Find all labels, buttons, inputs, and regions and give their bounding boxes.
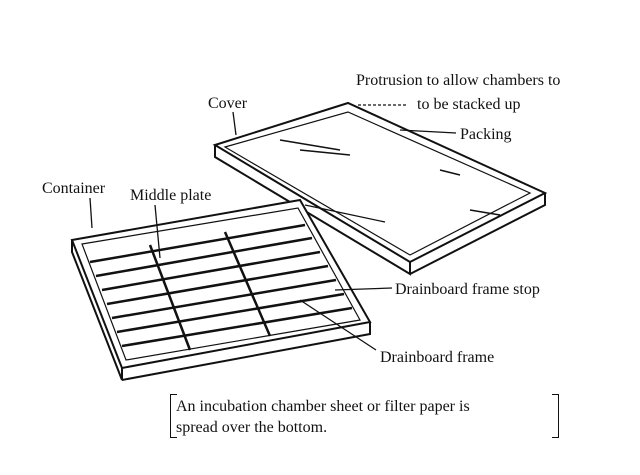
label-middle-plate: Middle plate (130, 187, 212, 204)
label-drainboard-frame: Drainboard frame (380, 349, 495, 366)
note-line2: spread over the bottom. (176, 419, 328, 436)
container-tray (70, 198, 372, 381)
bottom-note: An incubation chamber sheet or filter pa… (176, 396, 558, 438)
cover-lid (212, 101, 548, 276)
label-protrusion-line1: Protrusion to allow chambers to (356, 72, 561, 89)
drainboard-grid (89, 223, 353, 351)
label-drainboard-frame-stop: Drainboard frame stop (395, 281, 540, 298)
label-protrusion-line2: to be stacked up (417, 96, 521, 113)
note-line1: An incubation chamber sheet or filter pa… (176, 398, 470, 415)
label-packing: Packing (460, 126, 512, 143)
bracket-right (552, 394, 559, 438)
bracket-left (170, 394, 177, 438)
label-cover: Cover (208, 95, 248, 112)
label-container: Container (42, 180, 106, 197)
